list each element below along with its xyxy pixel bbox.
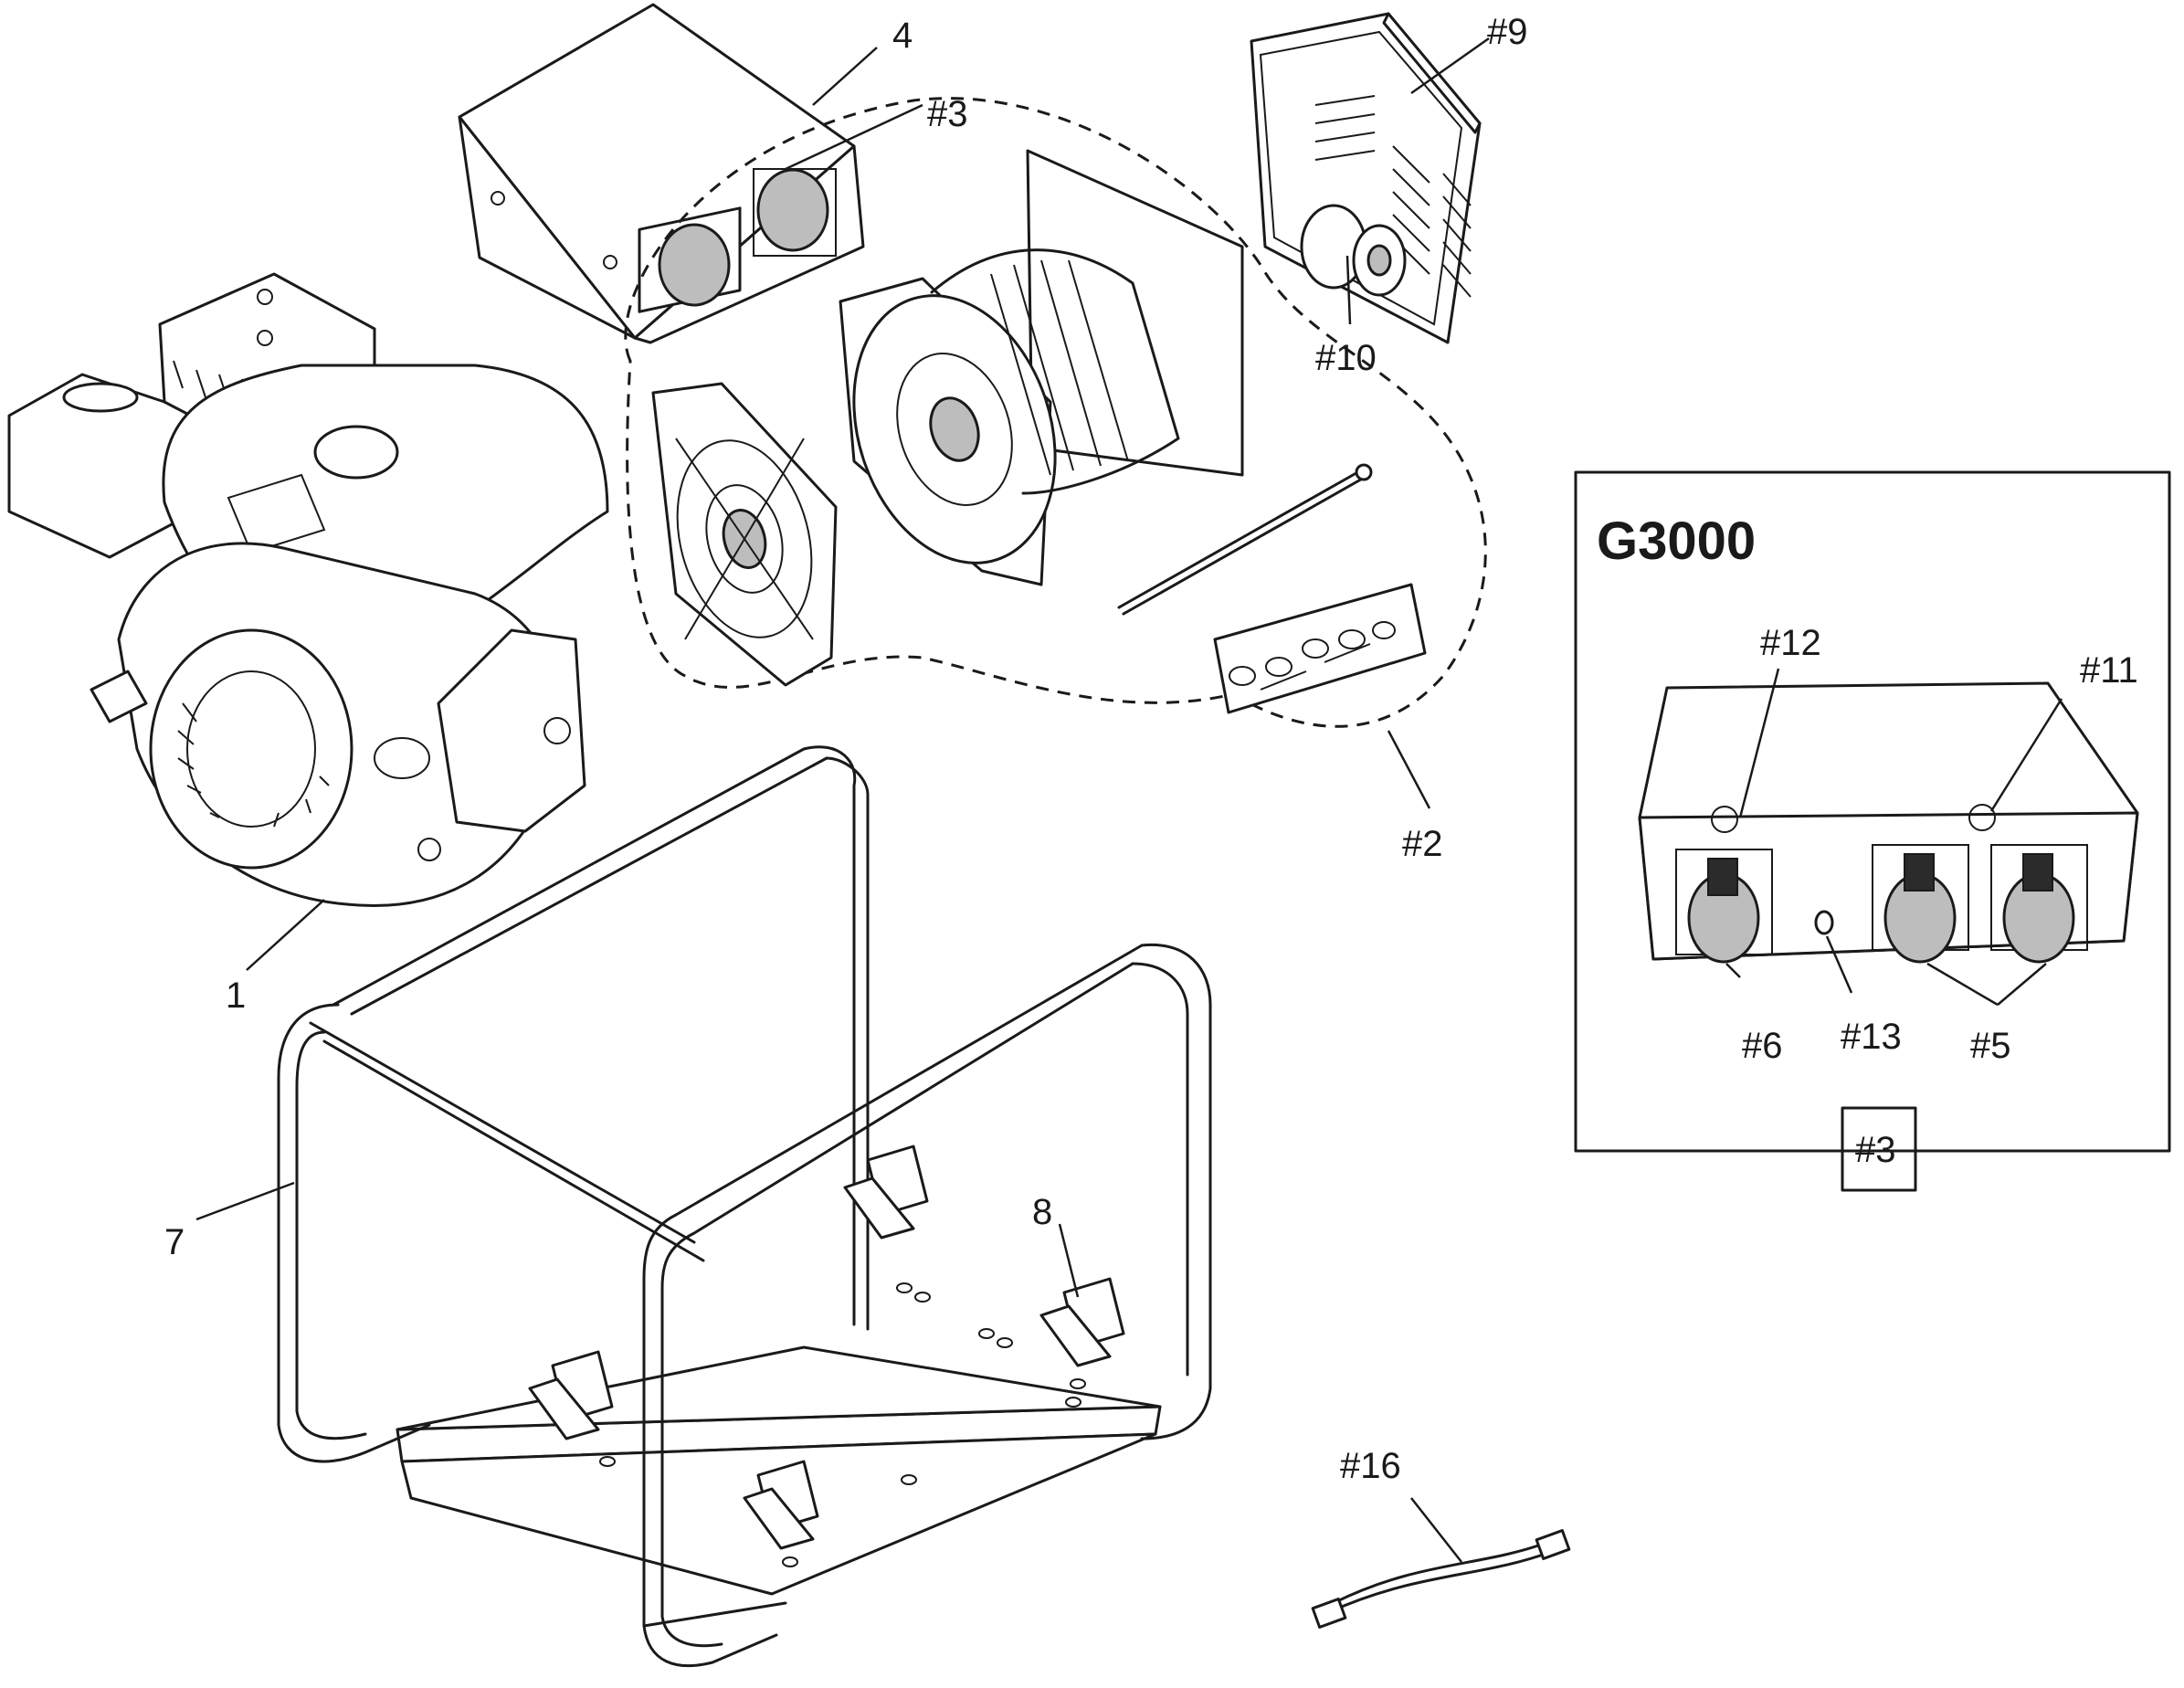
callout-4: 4 <box>892 16 913 56</box>
switch-13 <box>1814 910 1834 935</box>
hardware-bag <box>1213 583 1427 714</box>
callout-7: 7 <box>164 1222 185 1262</box>
callout-8: 8 <box>1032 1192 1052 1232</box>
callout-labels: 1 #2 #3 4 #5 #6 7 8 #9 #10 #11 #12 #13 #… <box>164 12 2138 1486</box>
control-box-part-4 <box>458 3 865 344</box>
rubber-mounts-part-8 <box>528 1145 1125 1567</box>
mount-3 <box>528 1350 614 1440</box>
end-cover-part-9 <box>1250 12 1482 344</box>
through-bolt <box>1117 463 1373 616</box>
callout-5: #5 <box>1970 1026 2011 1066</box>
callout-11: #11 <box>2080 650 2138 691</box>
callout-3: #3 <box>927 94 968 134</box>
socket-6 <box>1675 849 1773 964</box>
callout-12: #12 <box>1760 623 1821 663</box>
callout-9: #9 <box>1487 12 1528 52</box>
inset-tag: #3 <box>1855 1130 1896 1170</box>
callout-16: #16 <box>1340 1446 1401 1486</box>
alternator-stator-housing <box>839 149 1244 586</box>
inset-title: G3000 <box>1597 512 1756 571</box>
engine-part-1 <box>7 272 609 907</box>
inset-tag-box <box>1841 1106 1917 1192</box>
alternator-group-boundary <box>624 97 1487 728</box>
socket-5b <box>1990 844 2088 964</box>
callout-10: #10 <box>1315 338 1377 378</box>
alternator-front-flange <box>651 382 838 687</box>
callout-13: #13 <box>1841 1017 1902 1057</box>
inset-frame <box>1574 470 2171 1153</box>
ground-cable-part-16 <box>1311 1529 1571 1629</box>
mount-1 <box>843 1145 929 1240</box>
socket-5a <box>1872 844 1969 964</box>
mount-4 <box>743 1460 819 1550</box>
leader-lines <box>195 37 2063 1563</box>
callout-6: #6 <box>1742 1026 1783 1066</box>
inset-g3000: G3000 #3 <box>1574 470 2171 1192</box>
callout-1: 1 <box>226 976 246 1016</box>
callout-2: #2 <box>1402 824 1443 864</box>
mount-2 <box>1039 1277 1125 1367</box>
